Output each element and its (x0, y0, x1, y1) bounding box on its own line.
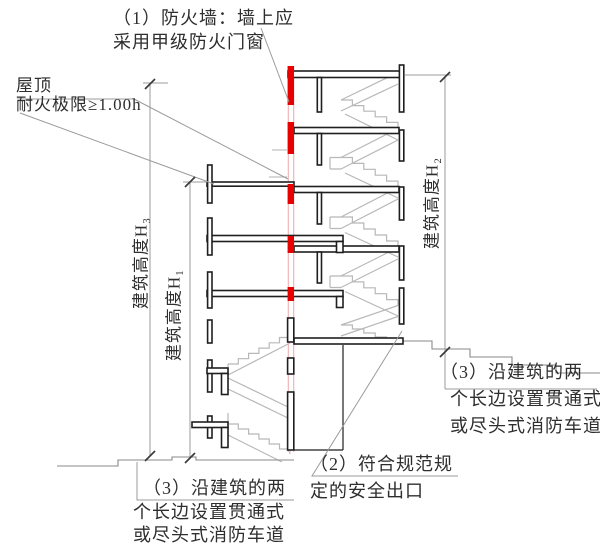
right-building-stairs (329, 71, 399, 345)
landing-stub-lines (269, 149, 287, 178)
note-fire-lane-right-line3: 或尽头式消防车道 (450, 416, 600, 436)
note-fire-wall: （1）防火墙：墙上应 采用甲级防火门窗 (113, 6, 294, 54)
ground-lines (57, 340, 600, 467)
dim-label-h1: 建筑高度H₁ (164, 268, 184, 362)
left-building-stairs (227, 332, 291, 463)
note-fire-lane-right-line1: （3）沿建筑的两 (440, 362, 583, 382)
note-fire-lane-left-line2: 个长边设置贯通式 (133, 501, 285, 522)
note-fire-wall-line1: （1）防火墙：墙上应 (113, 8, 294, 28)
dimension-ticks (144, 71, 451, 464)
note-fire-lane-left: （3）沿建筑的两 个长边设置贯通式 或尽头式消防车道 (133, 477, 286, 548)
note-roof-line1: 屋顶 (16, 76, 52, 95)
party-wall-lower-segments (286, 317, 295, 451)
note-fire-lane-right-line2: 个长边设置贯通式 (450, 389, 600, 409)
note-fire-wall-line2: 采用甲级防火门窗 (113, 32, 265, 52)
note-fire-lane-left-line3: 或尽头式消防车道 (133, 525, 285, 545)
note-roof-line2: 耐火极限≥1.00h (16, 95, 142, 114)
fire-wall-red-segments (287, 66, 294, 301)
foundation-lines (294, 345, 344, 451)
dim-label-h3: 建筑高度H₃ (131, 216, 151, 310)
note-roof: 屋顶 耐火极限≥1.00h (16, 76, 142, 114)
dimension-and-leader-lines (17, 27, 597, 501)
dim-label-h2: 建筑高度H₂ (422, 156, 442, 250)
note-safety-exit-line2: 定的安全出口 (310, 481, 424, 501)
note-safety-exit-line1: （2）符合规范规 (310, 454, 453, 474)
right-building-structure (287, 64, 405, 345)
note-fire-lane-right: （3）沿建筑的两 个长边设置贯通式 或尽头式消防车道 (440, 359, 600, 440)
note-fire-lane-left-line1: （3）沿建筑的两 (143, 478, 286, 498)
note-safety-exit: （2）符合规范规 定的安全出口 (310, 451, 453, 505)
